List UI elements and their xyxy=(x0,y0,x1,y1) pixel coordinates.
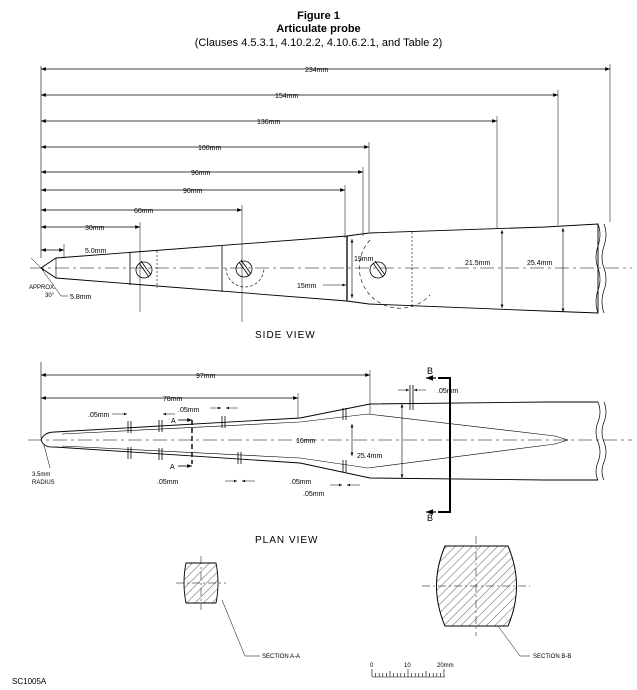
dim-100: 100mm xyxy=(198,145,222,152)
angle-label: 30° xyxy=(45,293,55,299)
radius-value: 3.5mm xyxy=(32,472,50,478)
dim-19: 19mm xyxy=(354,256,374,263)
cut-a-bottom: A xyxy=(170,464,175,471)
dim-60: 60mm xyxy=(134,208,154,215)
dim-30: 30mm xyxy=(85,225,105,232)
figure-title: Articulate probe xyxy=(276,23,361,35)
dim-234: 234mm xyxy=(305,67,329,74)
gap-dim-3: .05mm xyxy=(157,479,179,486)
gap-dim-6: .05mm xyxy=(437,388,459,395)
dim-21-5: 21.5mm xyxy=(465,260,490,267)
dim-5-8: 5.8mm xyxy=(70,294,92,301)
gap-dim-5: .05mm xyxy=(303,491,325,498)
scale-bar xyxy=(371,669,445,678)
dim-25-4: 25.4mm xyxy=(527,260,552,267)
figure-number: Figure 1 xyxy=(297,10,340,22)
section-a-a xyxy=(176,556,260,657)
dim-90: 90mm xyxy=(183,188,203,195)
side-view xyxy=(30,64,632,322)
dim-136: 136mm xyxy=(257,119,281,126)
side-view-dimensions: 234mm 154mm 136mm 100mm 96mm 90mm 60mm 3… xyxy=(29,67,552,341)
scale-ten: 10 xyxy=(404,663,411,669)
cut-a-top: A xyxy=(171,418,176,425)
drawing-code: SC1005A xyxy=(12,677,47,686)
plan-view-dimensions: 97mm 78mm .05mm .05mm .05mm .05mm .05mm … xyxy=(32,366,459,546)
dim-16: 16mm xyxy=(296,438,316,445)
scale-zero: 0 xyxy=(370,663,374,669)
dim-96: 96mm xyxy=(191,170,211,177)
dim-154: 154mm xyxy=(275,93,299,100)
plan-view-label: PLAN VIEW xyxy=(255,535,318,546)
cut-b-top: B xyxy=(427,366,433,376)
side-view-label: SIDE VIEW xyxy=(255,330,316,341)
dim-15: 15mm xyxy=(297,283,317,290)
cut-b-bottom: B xyxy=(427,513,433,523)
section-b-label: SECTION B-B xyxy=(533,654,571,660)
section-a-label: SECTION A-A xyxy=(262,654,300,660)
dim-97: 97mm xyxy=(196,373,216,380)
dim-25-4-plan: 25.4mm xyxy=(357,453,382,460)
dim-78: 78mm xyxy=(163,396,183,403)
section-b-b xyxy=(422,536,530,657)
approx-label: APPROX. xyxy=(29,285,56,291)
scale-twenty: 20mm xyxy=(437,663,454,669)
gap-dim-1: .05mm xyxy=(88,412,110,419)
dim-5: 5.0mm xyxy=(85,248,107,255)
radius-word: RADIUS xyxy=(32,480,55,486)
gap-dim-2: .05mm xyxy=(178,407,200,414)
plan-view xyxy=(28,362,632,515)
gap-dim-4: .05mm xyxy=(290,479,312,486)
figure-clauses: (Clauses 4.5.3.1, 4.10.2.2, 4.10.6.2.1, … xyxy=(194,37,443,49)
